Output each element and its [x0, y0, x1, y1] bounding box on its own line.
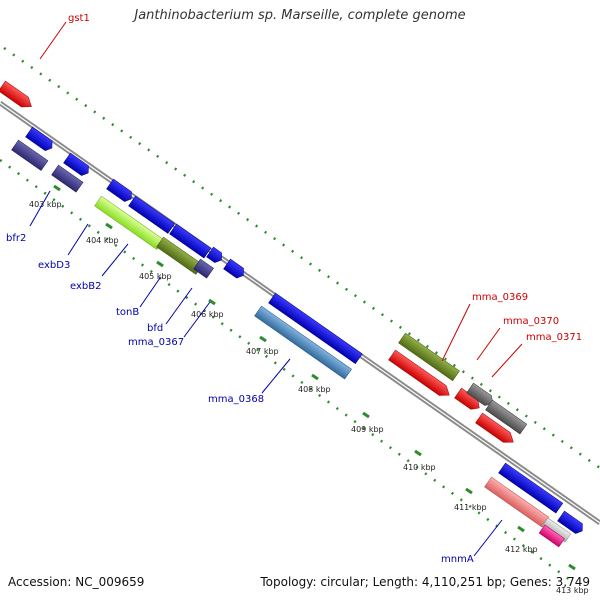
- gene-blue-1[interactable]: [25, 126, 56, 153]
- tick-mark-412: [517, 525, 525, 533]
- gene-features: [0, 80, 586, 548]
- tick-label-409: 409 kbp: [351, 425, 384, 434]
- gene-blue-3[interactable]: [106, 178, 135, 204]
- tick-mark-406: [208, 298, 216, 306]
- label-mnmA: mnmA: [441, 554, 474, 565]
- gene-gst1[interactable]: [0, 80, 35, 111]
- leader-mma_0371: [491, 343, 523, 378]
- leader-bfd: [165, 287, 193, 325]
- tick-label-412: 412 kbp: [505, 545, 538, 554]
- label-bfr2: bfr2: [6, 233, 26, 244]
- tick-label-411: 411 kbp: [454, 503, 487, 512]
- label-mma_0371: mma_0371: [526, 332, 582, 343]
- gene-mma_0367-navy[interactable]: [193, 258, 214, 279]
- leader-mnmA: [473, 519, 503, 557]
- gene-mma_0370-red[interactable]: [388, 349, 453, 400]
- label-bfd: bfd: [147, 323, 163, 334]
- gene-blue-6[interactable]: [498, 462, 564, 514]
- tick-label-408: 408 kbp: [298, 385, 331, 394]
- leader-mma_0368: [261, 358, 291, 394]
- accession-text: Accession: NC_009659: [8, 575, 145, 589]
- label-gst1: gst1: [68, 13, 90, 24]
- tick-label-413: 413 kbp: [556, 586, 589, 595]
- gene-mma_0369[interactable]: [398, 332, 460, 382]
- leader-gst1: [39, 21, 67, 60]
- map-title: Janthinobacterium sp. Marseille, complet…: [134, 8, 466, 23]
- leader-mma_0370: [476, 327, 501, 361]
- tick-mark-405: [156, 260, 164, 268]
- tick-labels: 403 kbp 404 kbp 405 kbp 406 kbp 407 kbp …: [29, 200, 589, 595]
- tick-label-410: 410 kbp: [403, 463, 436, 472]
- gene-mma_0371-gray-b[interactable]: [485, 399, 528, 435]
- tick-label-405: 405 kbp: [139, 272, 172, 281]
- tick-mark-407: [259, 335, 267, 343]
- label-tonB: tonB: [116, 307, 139, 318]
- label-mma_0370: mma_0370: [503, 316, 559, 327]
- label-exbB2: exbB2: [70, 281, 101, 292]
- gene-blue-7[interactable]: [557, 510, 586, 536]
- leader-exbD3: [67, 223, 89, 256]
- gene-mma_0368[interactable]: [254, 305, 352, 380]
- inner-dotted-track: [0, 158, 571, 582]
- tick-mark-403: [53, 184, 61, 192]
- gene-labels: gst1 mma_0369 mma_0370 mma_0371 bfr2 exb…: [6, 13, 582, 565]
- gene-bfd[interactable]: [206, 246, 225, 265]
- label-exbD3: exbD3: [38, 260, 70, 271]
- gene-mma_0371-red[interactable]: [475, 412, 517, 447]
- gene-blue-2[interactable]: [63, 152, 92, 178]
- leader-mma_0367: [183, 301, 211, 338]
- label-mma_0368: mma_0368: [208, 394, 264, 405]
- gene-mma_0367[interactable]: [223, 258, 247, 280]
- tick-mark-408: [311, 373, 319, 381]
- tick-label-404: 404 kbp: [86, 236, 119, 245]
- label-mma_0367: mma_0367: [128, 337, 184, 348]
- tick-mark-413: [568, 563, 576, 571]
- leader-mma_0369: [441, 303, 471, 362]
- leader-lines: [29, 21, 523, 557]
- tick-label-406: 406 kbp: [191, 310, 224, 319]
- tick-mark-404: [105, 222, 113, 230]
- gene-magenta[interactable]: [538, 524, 565, 548]
- tick-label-407: 407 kbp: [246, 347, 279, 356]
- tick-marks: [53, 184, 576, 571]
- tick-mark-410: [414, 449, 422, 457]
- leader-tonB: [139, 277, 161, 308]
- gene-bfr2[interactable]: [11, 139, 49, 171]
- gene-mma_0368-blue[interactable]: [268, 292, 363, 365]
- leader-exbB2: [101, 243, 129, 277]
- gene-blue-4[interactable]: [128, 195, 176, 234]
- tick-mark-409: [362, 411, 370, 419]
- leader-bfr2: [29, 190, 51, 227]
- tick-mark-411: [465, 487, 473, 495]
- gene-mma_0371-gray[interactable]: [466, 382, 497, 409]
- genome-stats-text: Topology: circular; Length: 4,110,251 bp…: [260, 575, 590, 589]
- label-mma_0369: mma_0369: [472, 292, 528, 303]
- gene-exbD3[interactable]: [51, 164, 84, 193]
- gene-blue-5[interactable]: [169, 223, 212, 259]
- outer-dotted-track: [3, 46, 600, 470]
- tick-label-403: 403 kbp: [29, 200, 62, 209]
